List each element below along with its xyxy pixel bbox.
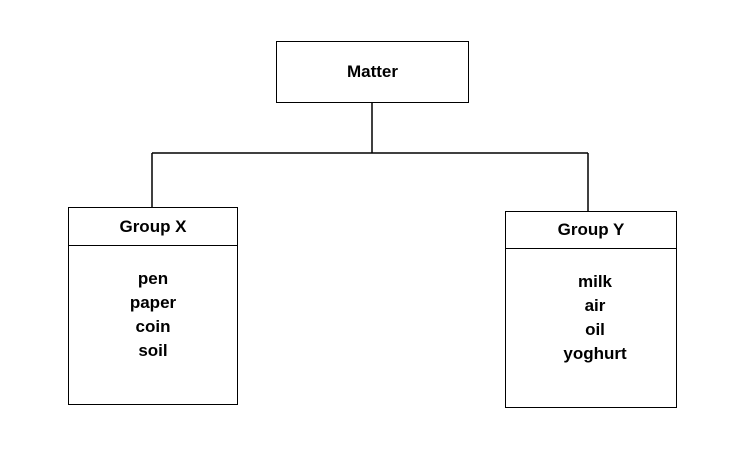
- group-x-item: soil: [138, 341, 168, 360]
- group-y-item: air: [584, 296, 606, 315]
- group-y-item: milk: [577, 272, 613, 291]
- group-x-item: coin: [135, 317, 171, 336]
- group-y-box: Group Y milk air oil yoghurt: [505, 211, 677, 408]
- group-y-item: oil: [585, 320, 605, 339]
- group-x-title: Group X: [69, 208, 237, 246]
- matter-root-box: Matter: [276, 41, 469, 103]
- root-label: Matter: [346, 62, 398, 81]
- group-x-box: Group X pen paper coin soil: [68, 207, 238, 405]
- group-x-item: paper: [129, 293, 177, 312]
- group-y-title: Group Y: [506, 212, 676, 249]
- group-y-items: milk air oil yoghurt: [506, 249, 676, 366]
- group-x-item: pen: [137, 269, 169, 288]
- group-x-items: pen paper coin soil: [69, 246, 237, 363]
- group-y-item: yoghurt: [563, 344, 627, 363]
